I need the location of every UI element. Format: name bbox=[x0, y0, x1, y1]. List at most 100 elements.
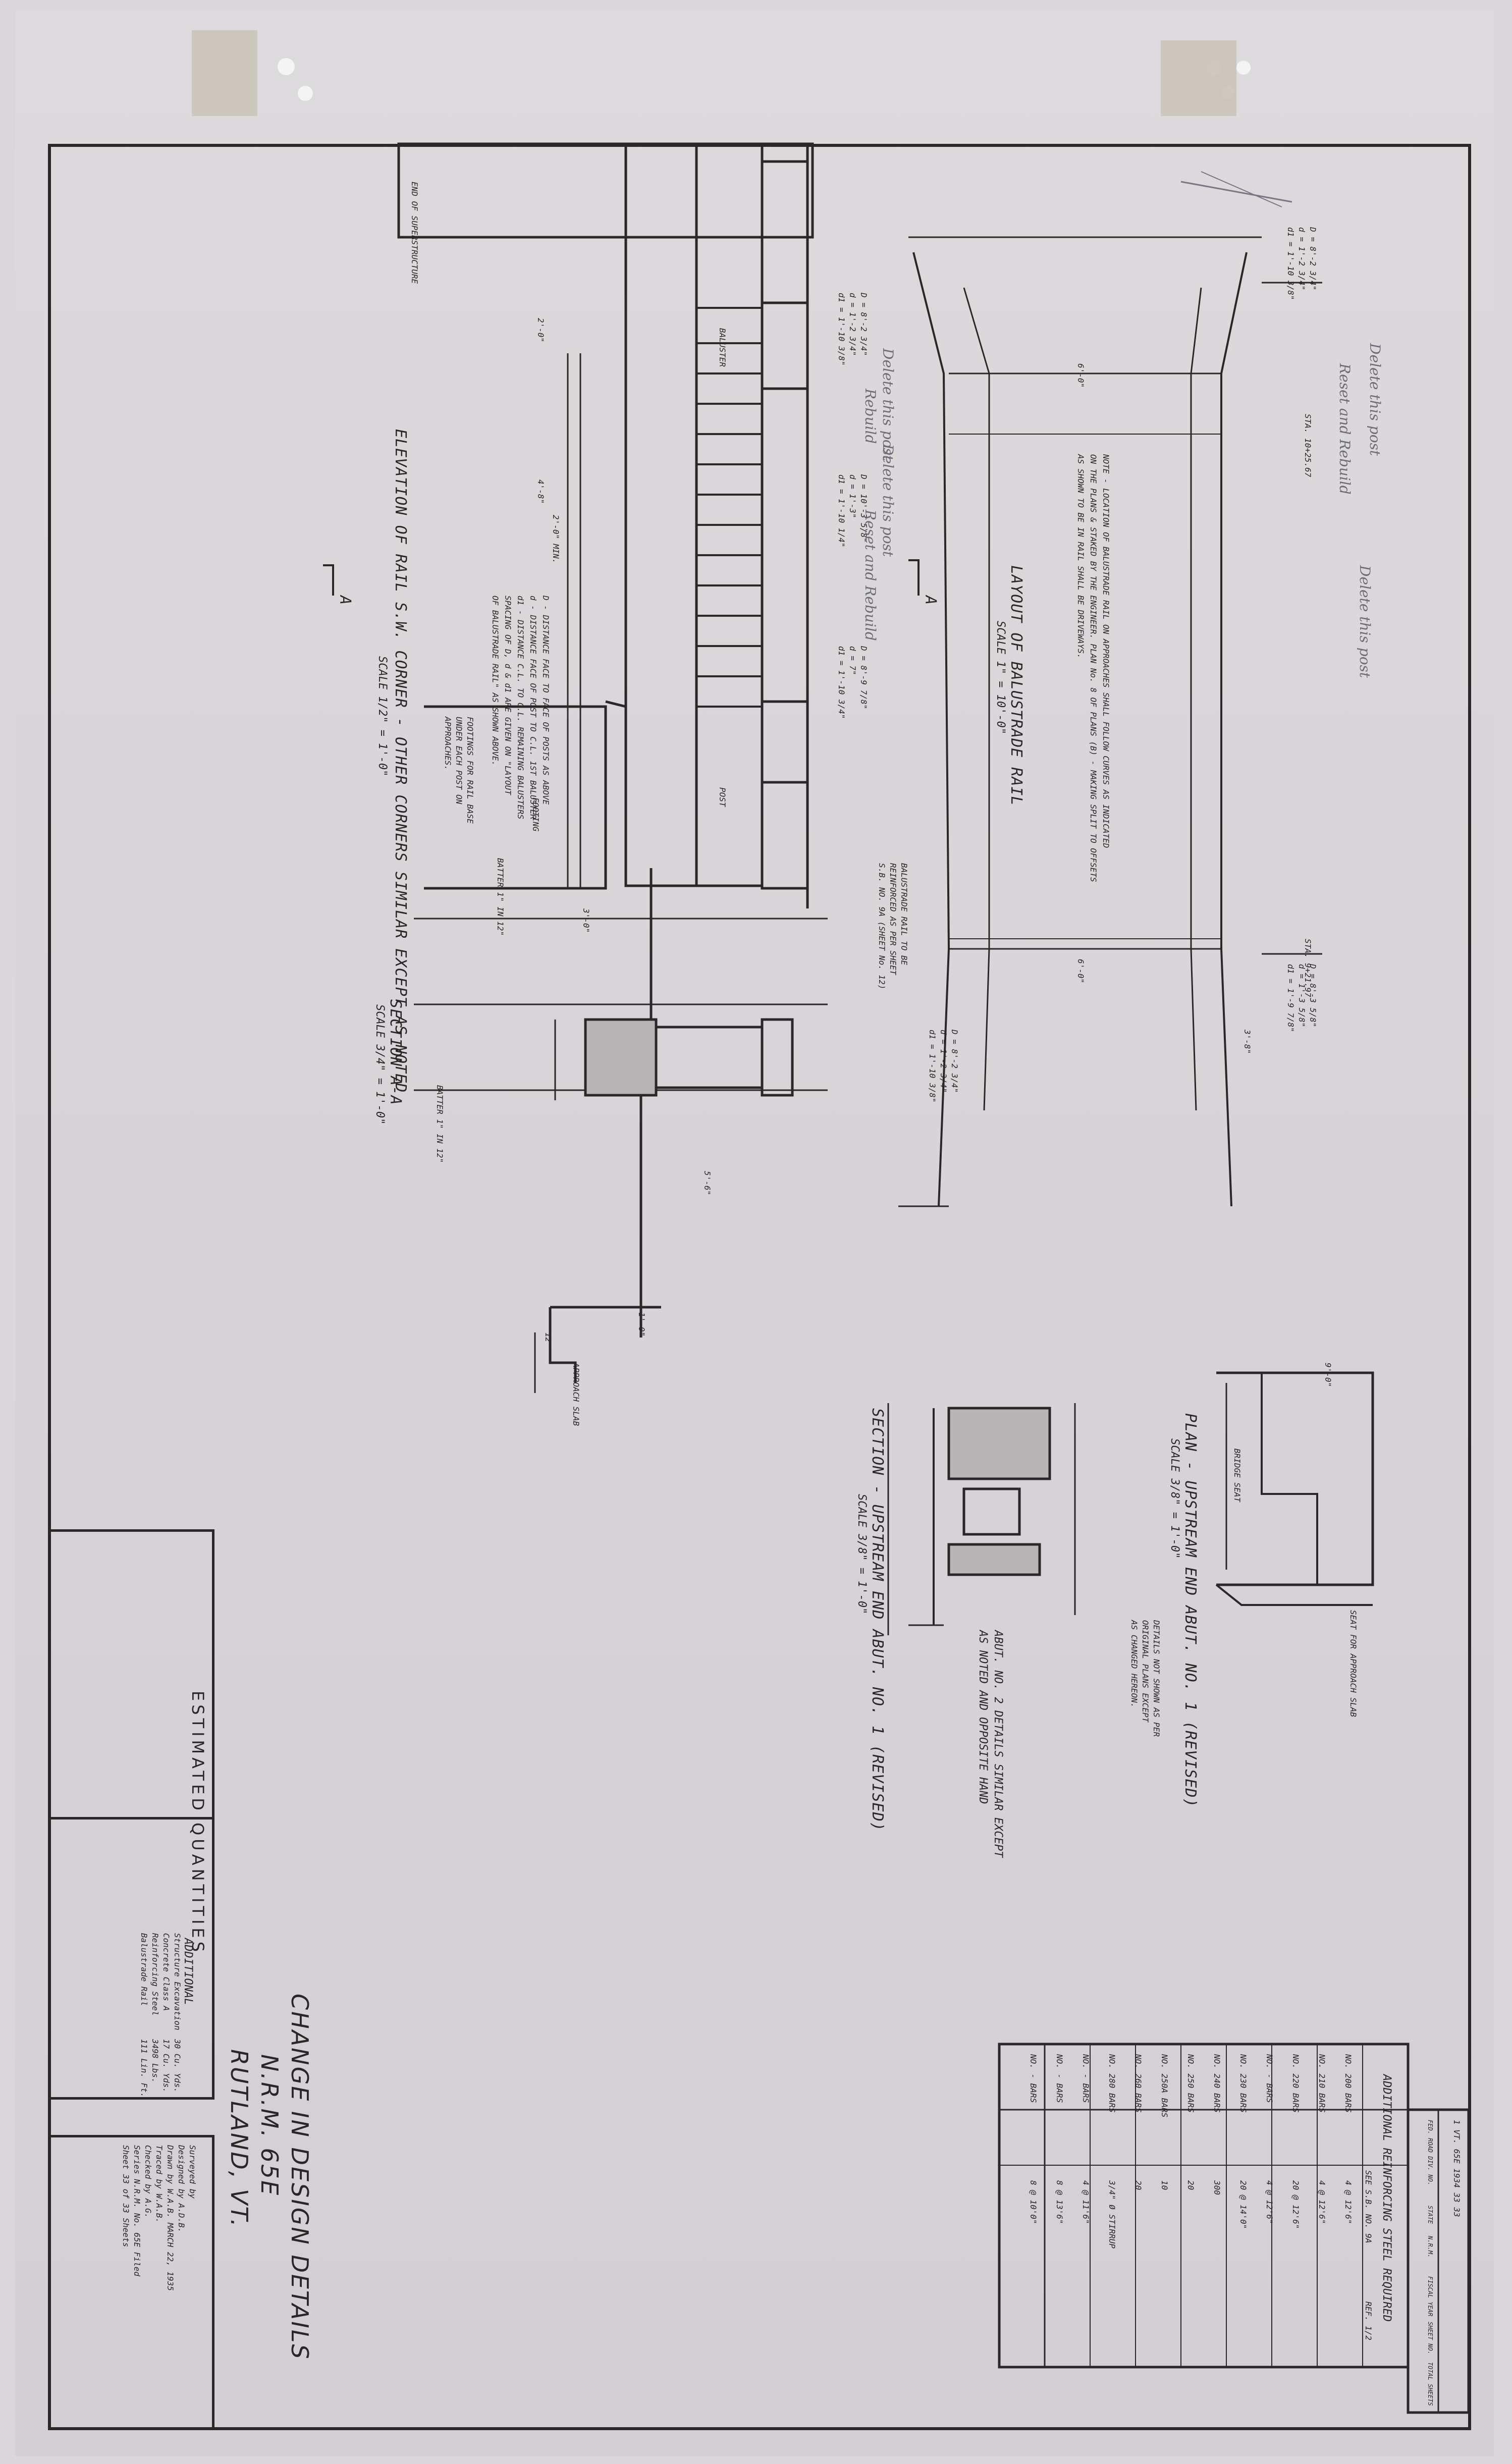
estimated-quantities-divider bbox=[48, 1817, 214, 1819]
steel-row-mark: NO. 240 BARS bbox=[1212, 2054, 1222, 2113]
batter-label: BATTER 1" IN 12" bbox=[496, 858, 505, 936]
dimension-d: d = 1'-2 3/4" bbox=[848, 293, 857, 356]
steel-row-mark: NO. - BARS bbox=[1055, 2054, 1064, 2103]
layout-title: LAYOUT OF BALUSTRADE RAIL bbox=[1007, 565, 1025, 806]
station-label: STA. 9+21.97 bbox=[1303, 939, 1313, 997]
quantity-value: 30 Cu. Yds. bbox=[173, 2039, 182, 2093]
estimated-quantities-box bbox=[48, 1529, 214, 2100]
abutment-note: AS CHANGED HEREON. bbox=[1129, 1620, 1139, 1708]
handwritten-note: Rebuild bbox=[862, 389, 879, 444]
layout-note: AS SHOWN TO BE IN RAIL SHALL BE DRIVEWAY… bbox=[1076, 454, 1086, 659]
dimension-d: d = 1'-3" bbox=[848, 474, 857, 518]
steel-row-spec: 300 bbox=[1212, 2180, 1222, 2195]
drawing-title: CHANGE IN DESIGN DETAILS bbox=[286, 1994, 313, 2361]
superstructure-label: END OF SUPERSTRUCTURE bbox=[410, 182, 419, 284]
credit-line: Designed by A.D.B. bbox=[177, 2145, 186, 2233]
steel-row-spec: 10 bbox=[1160, 2180, 1169, 2190]
dimension: 3'-8" bbox=[1243, 1030, 1252, 1054]
tape-mark bbox=[1161, 40, 1236, 116]
dimension: 6'-0" bbox=[1076, 959, 1086, 984]
steel-row-mark: NO. - BARS bbox=[1029, 2054, 1038, 2103]
post-label: POST bbox=[718, 787, 727, 807]
batter-label: BATTER 1" IN 12" bbox=[435, 1085, 445, 1163]
drawing-location: RUTLAND, VT. bbox=[226, 2049, 253, 2228]
baluster-note: OF BALUSTRADE RAIL" AS SHOWN ABOVE. bbox=[491, 596, 500, 766]
footings-note: FOOTINGS FOR RAIL BASE bbox=[465, 717, 475, 824]
dimension-d: d1 = 1'-10 3/8" bbox=[1286, 227, 1295, 300]
punch-hole bbox=[298, 86, 313, 101]
baluster-note: SPACING OF D, d & d1 ARE GIVEN ON "LAYOU… bbox=[503, 596, 513, 795]
quantity-item: Concrete Class A bbox=[161, 1933, 171, 2011]
dimension: 2'-0" bbox=[536, 318, 546, 343]
abutment-2-note: AS NOTED AND OPPOSITE HAND bbox=[977, 1630, 989, 1804]
estimated-quantities-subheading: ADDITIONAL bbox=[182, 1938, 194, 2005]
steel-row-spec: 8 @ 13'6" bbox=[1055, 2180, 1064, 2224]
seat-label: SEAT FOR APPROACH SLAB bbox=[1348, 1610, 1358, 1717]
dimension-d: D = 8'-2 3/4" bbox=[1308, 227, 1318, 291]
baluster-note: d1 - DISTANCE C.L. TO C.L. REMAINING BAL… bbox=[516, 596, 525, 820]
dimension: 6'-0" bbox=[1076, 363, 1086, 388]
steel-row-mark: NO. 220 BARS bbox=[1291, 2054, 1301, 2113]
steel-row-mark: NO. 210 BARS bbox=[1317, 2054, 1327, 2113]
steel-row-spec: 4 @ 12'6" bbox=[1265, 2180, 1274, 2224]
state-block-values: 1 VT. 65E 1934 33 33 bbox=[1452, 2120, 1462, 2217]
quantity-item: Reinforcing Steel bbox=[150, 1933, 160, 2016]
state-block-label: STATE bbox=[1427, 2206, 1434, 2224]
section-abut-title: SECTION - UPSTREAM END ABUT. NO. 1 (REVI… bbox=[869, 1408, 886, 1832]
credit-line: Sheet 33 of 33 Sheets bbox=[121, 2145, 131, 2247]
handwritten-note: Reset and Rebuild bbox=[1336, 363, 1353, 495]
steel-table-header-ref: REF. 1/2 bbox=[1364, 2301, 1373, 2341]
dimension: 4'-8" bbox=[536, 479, 546, 504]
steel-row-spec: 20 @ 12'6" bbox=[1291, 2180, 1301, 2229]
dimension-d: d1 = 1'-10 3/8" bbox=[837, 293, 846, 366]
handwritten-note: Delete this post bbox=[1357, 565, 1373, 678]
dimension-d: d = 1'-2 3/4" bbox=[1297, 227, 1307, 291]
abutment-note: ORIGINAL PLANS EXCEPT bbox=[1141, 1620, 1150, 1723]
steel-row-mark: NO. 250 BARS bbox=[1186, 2054, 1196, 2113]
abutment-note: DETAILS NOT SHOWN AS PER bbox=[1152, 1620, 1161, 1737]
bridge-seat-label: BRIDGE SEAT bbox=[1232, 1449, 1242, 1502]
steel-row-mark: NO. 260 BARS bbox=[1133, 2054, 1143, 2113]
steel-row-spec: 3/4" Ø STIRRUP bbox=[1107, 2180, 1117, 2248]
footing-label: FOOTING bbox=[531, 797, 541, 832]
baluster-label: BALUSTER bbox=[718, 328, 727, 367]
steel-row-mark: NO. - BARS bbox=[1081, 2054, 1091, 2103]
drawing-project: N.R.M. 65E bbox=[256, 2054, 283, 2197]
steel-table-heading: ADDITIONAL REINFORCING STEEL REQUIRED bbox=[1380, 2074, 1393, 2322]
quantity-value: 111 Lin. Ft. bbox=[139, 2039, 149, 2098]
credit-line: Checked by A.G. bbox=[143, 2145, 153, 2218]
abutment-2-note: ABUT. NO. 2 DETAILS SIMILAR EXCEPT bbox=[992, 1630, 1004, 1858]
tape-mark bbox=[192, 30, 257, 116]
dimension: 3'-0" bbox=[581, 908, 591, 933]
baluster-note: D - DISTANCE FACE TO FACE OF POSTS AS AB… bbox=[541, 596, 551, 805]
dimension: 2'-0" MIN. bbox=[551, 515, 561, 564]
dimension-d: d1 = 1'-10 3/4" bbox=[837, 646, 846, 719]
layout-note: NOTE - LOCATION OF BALUSTRADE RAIL ON AP… bbox=[1101, 454, 1111, 848]
steel-row-mark: NO. 200 BARS bbox=[1343, 2054, 1353, 2113]
footings-note: UNDER EACH POST ON bbox=[454, 717, 464, 805]
dimension-d: D = 8'-2 3/4" bbox=[950, 1030, 959, 1093]
baluster-note: d - DISTANCE FACE OF POST TO C.L. 1ST BA… bbox=[528, 596, 538, 820]
dimension-d: d = 1'-2 3/4" bbox=[939, 1030, 948, 1093]
dimension-d: D = 8'-9 7/8" bbox=[859, 646, 869, 710]
section-abut-scale: SCALE 3/8" = 1'-0" bbox=[855, 1494, 868, 1615]
dimension-d: d1 = 1'-10 1/4" bbox=[837, 474, 846, 548]
handwritten-note: Reset and Rebuild bbox=[862, 510, 879, 641]
credit-line: Traced by W.A.B. bbox=[154, 2145, 164, 2223]
dimension: 5'-6" bbox=[703, 1171, 712, 1196]
credits-box bbox=[48, 2135, 214, 2430]
elevation-scale: SCALE 1/2" = 1'-0" bbox=[376, 656, 389, 777]
credit-line: Drawn by W.A.B. MARCH 22, 1935 bbox=[166, 2145, 175, 2291]
dimension: 9'-0" bbox=[1323, 1363, 1333, 1387]
punch-hole bbox=[1236, 61, 1251, 75]
state-block-label: SHEET NO. bbox=[1427, 2322, 1434, 2355]
steel-table-header: SEE S.B. NO. 9A bbox=[1364, 2170, 1373, 2243]
steel-row-spec: 4 @ 12'6" bbox=[1317, 2180, 1327, 2224]
rail-reference-note: REINFORCED AS PER SHEET bbox=[888, 863, 898, 975]
state-block-label: FED. ROAD DIV. NO. bbox=[1427, 2120, 1434, 2186]
steel-row-mark: NO. 280 BARS bbox=[1107, 2054, 1117, 2113]
plan-abut-scale: SCALE 3/8" = 1'-0" bbox=[1168, 1438, 1181, 1559]
sheet-border bbox=[48, 144, 1471, 2430]
credit-line: Series N.R.M. No. 65E Filed bbox=[132, 2145, 142, 2277]
